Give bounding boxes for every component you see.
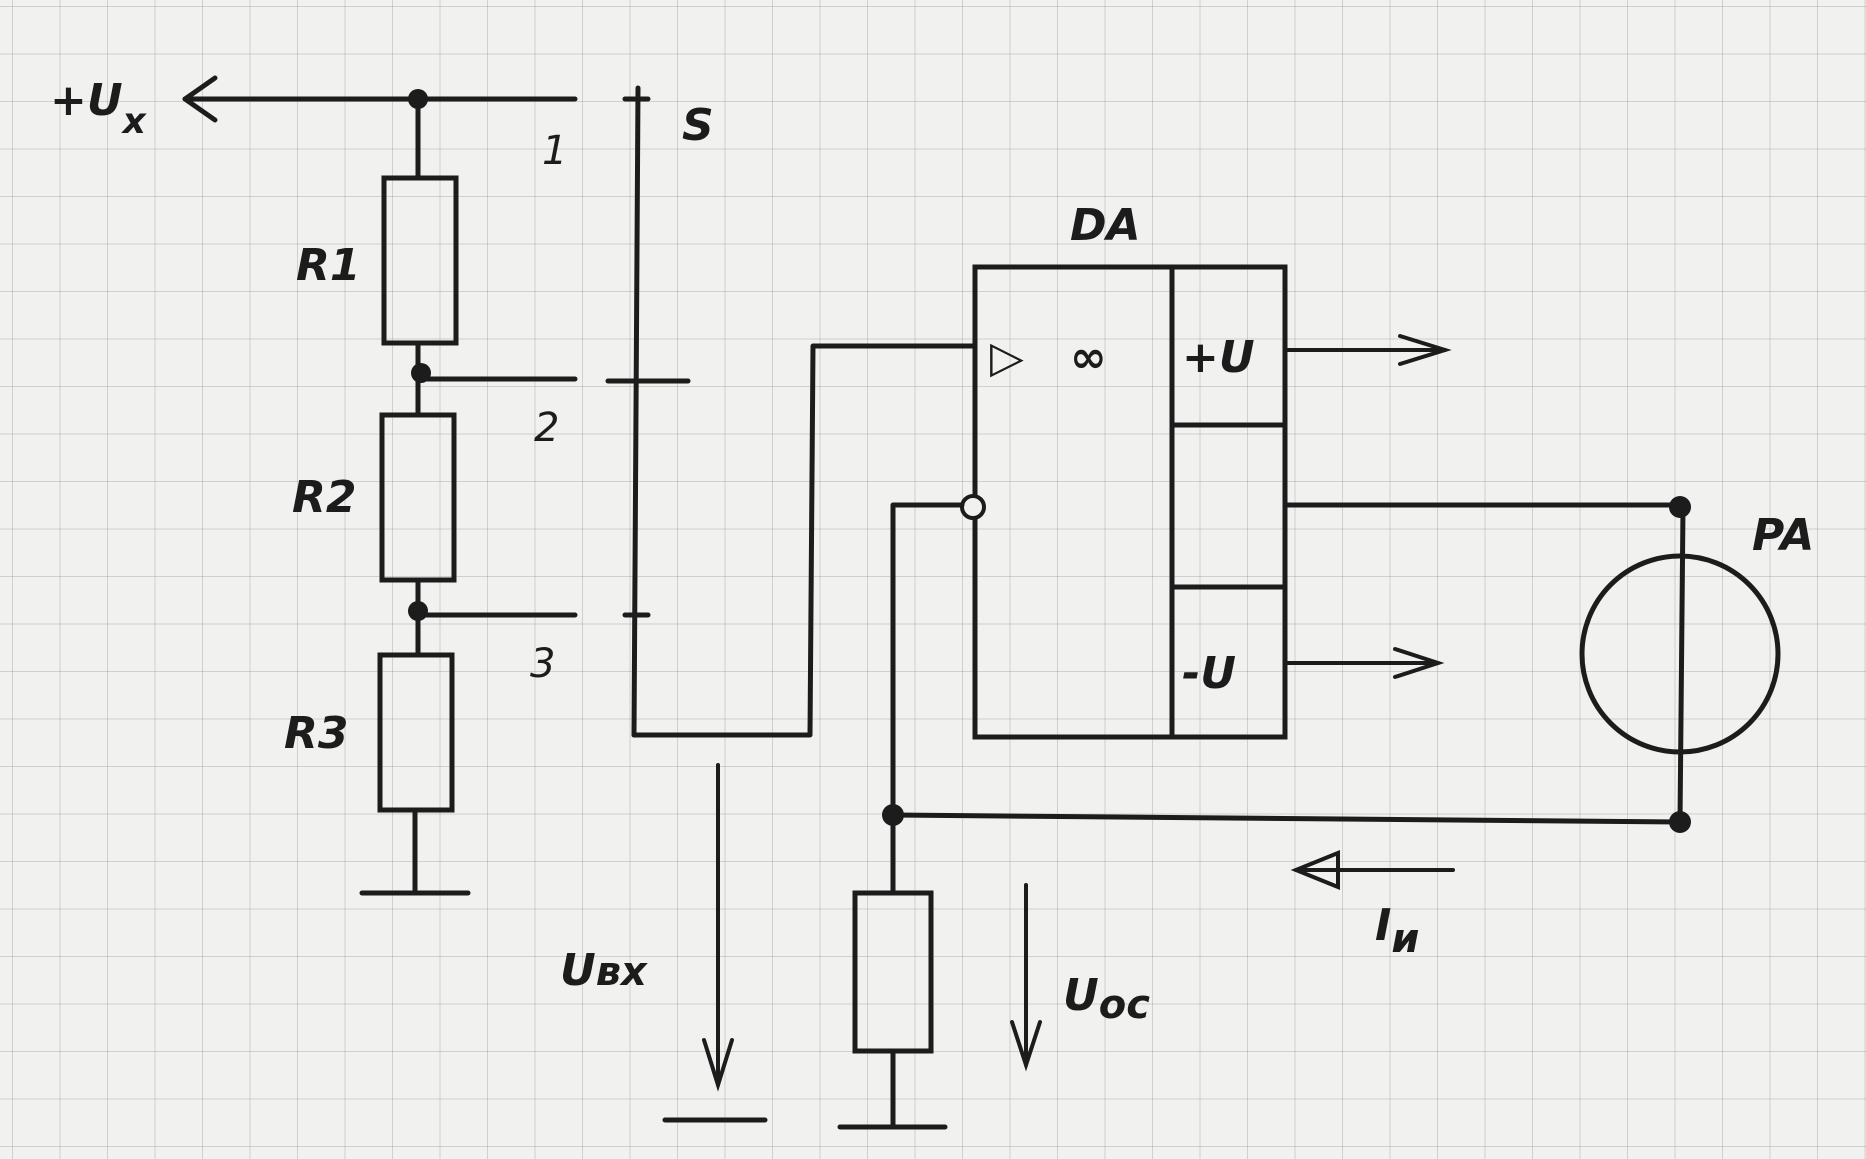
u-in-label: Uвх bbox=[560, 945, 648, 996]
tap-3-label: 3 bbox=[530, 641, 555, 687]
switch-s-contact bbox=[631, 85, 641, 738]
meter-label: PA bbox=[1752, 510, 1814, 561]
u-fb-label: Uос bbox=[1063, 970, 1150, 1028]
u-fb-arrow bbox=[1010, 883, 1042, 1072]
ux-label: +Ux bbox=[50, 75, 148, 142]
supply-neg-arrow bbox=[1283, 647, 1445, 679]
resistor-r1 bbox=[381, 175, 459, 346]
junction-r2-r3 bbox=[408, 601, 428, 621]
opamp-gain-symbol: ∞ bbox=[1070, 332, 1107, 383]
current-label: Iи bbox=[1375, 900, 1419, 962]
supply-neg-label: -U bbox=[1182, 648, 1236, 699]
inverting-input-circle bbox=[960, 494, 986, 520]
resistor-r2 bbox=[379, 412, 457, 583]
meter-pa bbox=[1579, 504, 1781, 825]
opamp-triangle-symbol: ▷ bbox=[990, 332, 1024, 383]
current-arrow bbox=[1290, 850, 1455, 890]
input-wire bbox=[631, 343, 978, 738]
resistor-feedback bbox=[852, 890, 934, 1054]
u-in-arrow bbox=[702, 763, 734, 1092]
return-wire bbox=[890, 812, 1683, 825]
ux-input-arrow bbox=[182, 75, 578, 123]
tap-1-label: 1 bbox=[542, 128, 567, 174]
supply-pos-arrow bbox=[1283, 334, 1452, 366]
r3-label: R3 bbox=[284, 708, 349, 759]
resistor-r3 bbox=[377, 652, 455, 813]
supply-pos-label: +U bbox=[1182, 332, 1255, 383]
opamp-label: DA bbox=[1070, 200, 1141, 251]
tap-2-label: 2 bbox=[534, 405, 559, 451]
switch-label: S bbox=[682, 100, 714, 151]
r1-label: R1 bbox=[296, 240, 361, 291]
junction-meter-top bbox=[1669, 496, 1691, 518]
feedback-input-wire bbox=[890, 502, 965, 818]
r2-label: R2 bbox=[292, 472, 357, 523]
